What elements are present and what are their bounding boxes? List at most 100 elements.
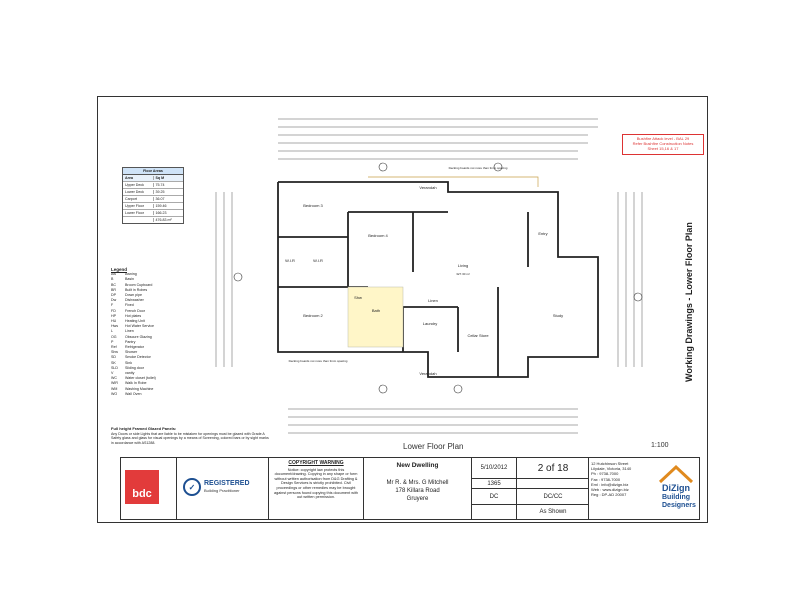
brand-name: DiZign bbox=[662, 483, 690, 493]
legend-code: V bbox=[111, 371, 114, 376]
registered-seal-icon: ✓ bbox=[183, 478, 201, 496]
decking-note-top: Decking boards not more than 3mm spacing bbox=[449, 166, 508, 170]
contact-line: 12 Hutchinson Street bbox=[591, 461, 629, 466]
legend-code: SK bbox=[111, 360, 116, 365]
date-field: 5/10/2012 bbox=[472, 458, 517, 479]
floor-areas-header: Area Sq M bbox=[123, 175, 183, 182]
legend-code: HP bbox=[111, 313, 116, 318]
room-cellar-store: Cellar Store bbox=[467, 333, 489, 338]
brand-subtitle: Building Designers bbox=[662, 494, 696, 509]
blank-field-2 bbox=[472, 505, 517, 519]
legend-desc: Dishwasher bbox=[125, 298, 144, 303]
contact-line: Web : www.dizign.biz bbox=[591, 487, 629, 493]
legend-desc: Smoke Detector bbox=[125, 355, 151, 360]
area-value: 166.23 bbox=[152, 211, 184, 215]
legend-desc: Washing Machine bbox=[125, 386, 154, 391]
legend-code: WM bbox=[111, 386, 118, 391]
legend-desc: Linen bbox=[125, 329, 134, 334]
area-value: 476.83 m² bbox=[152, 218, 184, 222]
grid-markers bbox=[233, 162, 643, 394]
table-row-total: 476.83 m² bbox=[123, 217, 183, 223]
legend-desc: Built in Robes bbox=[125, 287, 148, 292]
drawn-field: DC bbox=[472, 489, 517, 505]
dizign-logo-cell: DiZign Building Designers bbox=[653, 458, 700, 519]
living-area-value: 327.30 m² bbox=[456, 272, 470, 276]
legend-code: SD bbox=[111, 355, 116, 360]
registered-text: REGISTERED Building Practitioner bbox=[204, 480, 250, 494]
legend-code: F bbox=[111, 303, 114, 308]
legend-desc: French Door bbox=[125, 308, 145, 313]
legend-code: HU bbox=[111, 319, 117, 324]
bushfire-stamp: Bushfire Attack level - BAL 29 Refer Bus… bbox=[622, 134, 704, 155]
legend-desc: Wall Oven bbox=[125, 391, 142, 396]
table-row: Lower Floor 166.23 bbox=[123, 210, 183, 217]
decking-note-bottom: Decking boards not more than 3mm spacing bbox=[289, 359, 348, 363]
legend-desc: Awning bbox=[125, 272, 137, 277]
drawing-data-cell: 5/10/2012 2 of 18 1365 DC DC/CC As Shown bbox=[472, 458, 589, 519]
wet-area bbox=[347, 286, 404, 348]
legend-desc: Hot plates bbox=[125, 313, 142, 318]
house-logo-icon bbox=[658, 464, 694, 484]
stamp-line: Bushfire Attack level - BAL 29 bbox=[636, 136, 690, 141]
registered-cell: ✓ REGISTERED Building Practitioner bbox=[177, 458, 269, 519]
area-name: Upper Floor bbox=[125, 204, 144, 208]
legend-item: SD Smoke Detector bbox=[111, 355, 201, 360]
legend-desc: Obscure Glazing bbox=[125, 334, 152, 339]
contact-line: Eml : info@dizign.biz bbox=[591, 481, 629, 487]
copyright-title: COPYRIGHT WARNING bbox=[288, 460, 344, 466]
legend-desc: Pantry bbox=[125, 339, 136, 344]
legend-title: Legend bbox=[111, 267, 128, 272]
deck-outline bbox=[368, 176, 539, 187]
contact-line: Fax : 9738-7000 bbox=[591, 476, 621, 482]
legend-desc: Fixed bbox=[125, 303, 134, 308]
project-address-1: 178 Killara Road bbox=[395, 488, 440, 494]
legend-code: BR bbox=[111, 287, 116, 292]
legend-code: SLD bbox=[111, 365, 118, 370]
legend-desc: Walk In Robe bbox=[125, 381, 147, 386]
registered-badge: ✓ REGISTERED Building Practitioner bbox=[183, 478, 250, 496]
legend-code: Ref bbox=[111, 345, 117, 350]
sheet-vertical-title: Working Drawings - Lower Floor Plan bbox=[684, 222, 694, 382]
col-header: Sq M bbox=[152, 176, 184, 180]
legend-item: HP Hot plates bbox=[111, 314, 201, 319]
area-name: Lower Deck bbox=[125, 190, 144, 194]
registered-sub: Building Practitioner bbox=[204, 488, 240, 493]
project-client-block: Mr R. & Mrs. G Mitchell 178 Killara Road… bbox=[364, 479, 471, 503]
legend-item: F Fixed bbox=[111, 303, 201, 308]
sheet-value: 2 of 18 bbox=[537, 462, 569, 474]
legend-code: WC bbox=[111, 376, 117, 381]
date-value: 5/10/2012 bbox=[480, 465, 508, 471]
legend-code: B bbox=[111, 277, 114, 282]
area-value: 75.74 bbox=[152, 183, 184, 187]
area-name: Lower Floor bbox=[125, 211, 144, 215]
room-study: Study bbox=[553, 313, 563, 318]
room-wir-2: W.I.R bbox=[313, 258, 323, 263]
glazing-note-text: Any Doors or side Lights that are liable… bbox=[111, 431, 269, 445]
area-name: Upper Deck bbox=[125, 183, 144, 187]
room-bedroom-4: Bedroom 4 bbox=[368, 233, 388, 238]
scale-field: As Shown bbox=[517, 505, 589, 519]
legend-desc: Refrigerator bbox=[125, 345, 144, 350]
room-shower: Shw bbox=[354, 295, 362, 300]
room-bedroom-3: Bedroom 3 bbox=[303, 203, 323, 208]
plan-scale: 1:100 bbox=[651, 442, 669, 449]
room-linen: Linen bbox=[428, 298, 438, 303]
checked-field: DC/CC bbox=[517, 489, 589, 505]
copyright-cell: COPYRIGHT WARNING Notice: copyright law … bbox=[269, 458, 364, 519]
area-name: Carport bbox=[125, 197, 137, 201]
plan-caption: Lower Floor Plan bbox=[403, 442, 464, 451]
legend-desc: Sink bbox=[125, 360, 132, 365]
room-bath: Bath bbox=[372, 308, 380, 313]
legend-desc: Hot Water Service bbox=[125, 324, 155, 329]
area-value: 39.25 bbox=[152, 190, 184, 194]
